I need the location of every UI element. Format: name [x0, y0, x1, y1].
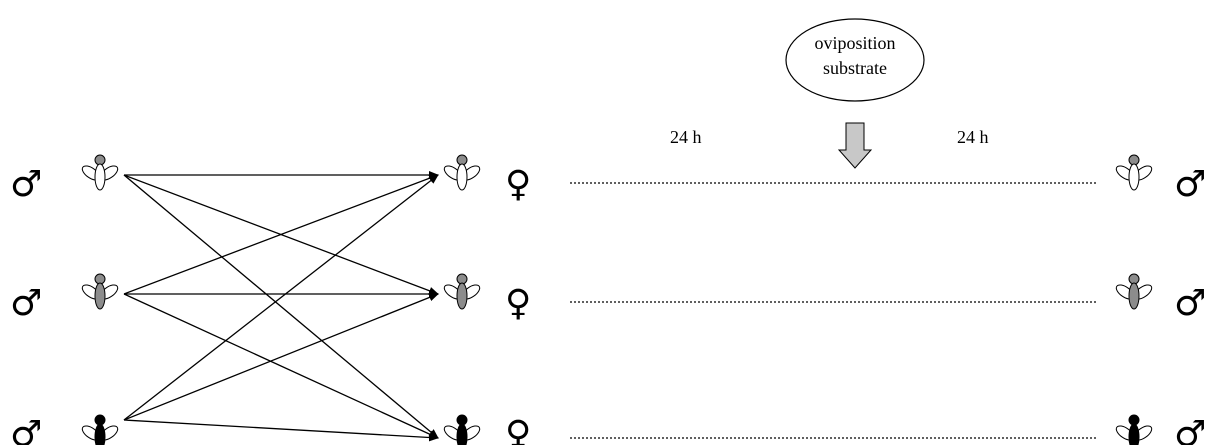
- cross-arrow: [123, 419, 439, 442]
- female-symbol: ♀: [505, 414, 531, 445]
- timelines: [570, 182, 1098, 439]
- left-male-row-1: ♂: [10, 164, 42, 205]
- male-symbol: ♂: [10, 283, 42, 324]
- substrate-label-line1: oviposition: [814, 33, 895, 53]
- female-symbol: ♀: [505, 164, 531, 205]
- cross-arrow: [123, 174, 439, 421]
- fly-grey-icon: [81, 273, 119, 310]
- flies: [81, 154, 1153, 445]
- cross-arrow: [123, 174, 439, 295]
- female-symbol: ♀: [505, 283, 531, 324]
- cross-arrow: [123, 293, 439, 421]
- fly-light-icon: [443, 154, 481, 191]
- cross-arrow: [123, 293, 439, 439]
- male-symbol: ♂: [1174, 414, 1206, 445]
- male-symbol: ♂: [10, 414, 42, 445]
- left-male-row-2: ♂: [10, 283, 42, 324]
- fly-black-icon: [81, 414, 119, 445]
- substrate-label-line2: substrate: [823, 58, 887, 78]
- left-male-row-3: ♂: [10, 414, 42, 445]
- male-symbol: ♂: [1174, 283, 1206, 324]
- fly-grey-icon: [443, 273, 481, 310]
- substrate-ellipse: [785, 18, 925, 102]
- time-label-right: 24 h: [957, 127, 989, 147]
- cross-arrows: [123, 171, 439, 442]
- substrate-down-arrow: [837, 122, 873, 169]
- fly-black-icon: [443, 414, 481, 445]
- fly-grey-icon: [1115, 273, 1153, 310]
- male-symbol: ♂: [10, 164, 42, 205]
- fly-light-icon: [1115, 154, 1153, 191]
- time-label-left: 24 h: [670, 127, 702, 147]
- fly-light-icon: [81, 154, 119, 191]
- male-symbol: ♂: [1174, 164, 1206, 205]
- cross-arrow: [123, 174, 439, 439]
- fly-black-icon: [1115, 414, 1153, 445]
